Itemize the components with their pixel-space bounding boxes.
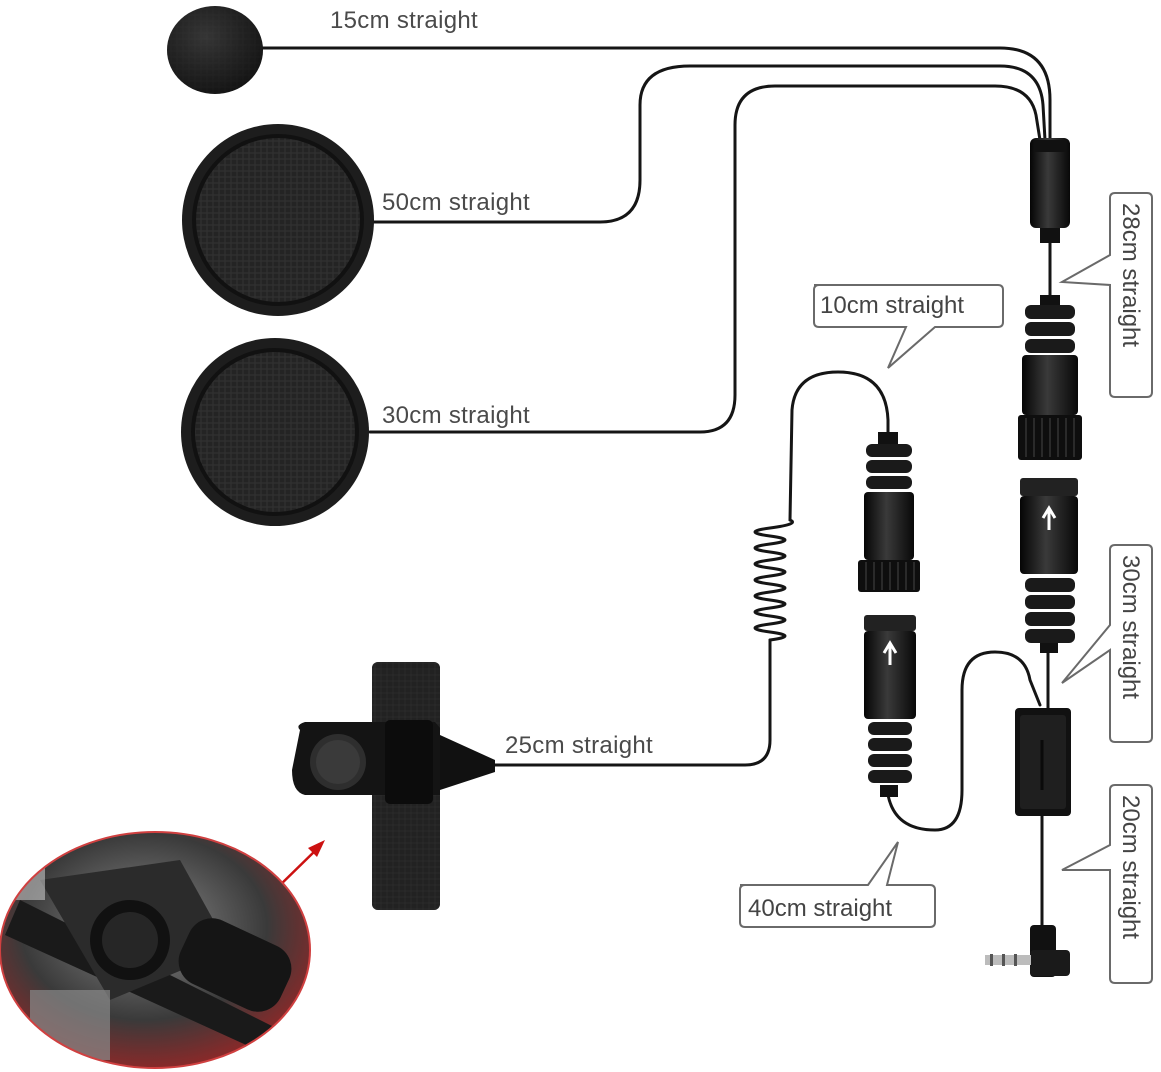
ptt-cable-label: 25cm straight: [505, 732, 653, 759]
cables: [256, 46, 1052, 932]
callout-lower-trunk-text: 20cm straight: [1117, 795, 1144, 939]
round-speaker-icon: [181, 338, 369, 526]
threaded-connector-icon: [864, 615, 916, 797]
callout-upper-trunk-text: 28cm straight: [1117, 203, 1144, 347]
speaker-top-cable: [370, 64, 1047, 224]
coil-cable: [753, 518, 794, 642]
threaded-connector-icon: [1020, 478, 1078, 653]
callout-upper-trunk: 28cm straight: [1058, 192, 1153, 398]
callout-plug-cable-text: 40cm straight: [748, 895, 892, 922]
callout-plug-cable: 40cm straight: [739, 841, 936, 928]
splitter-junction: [1030, 138, 1070, 243]
cable-labels: 15cm straight 50cm straight 30cm straigh…: [330, 7, 653, 759]
callout-lower-trunk: 20cm straight: [1061, 784, 1153, 984]
foam-microphone-icon: [167, 6, 263, 94]
handlebar-inset-photo: [0, 831, 311, 1069]
speaker-bottom-cable: [368, 84, 1042, 434]
round-speaker-icon: [182, 124, 374, 316]
inline-control-box: [1015, 708, 1071, 816]
mic-cable: [256, 46, 1052, 142]
speaker-top-label: 50cm straight: [382, 189, 530, 216]
right-angle-jack-plug-icon: [985, 925, 1070, 977]
push-to-talk-button-icon: [292, 662, 495, 910]
threaded-connector-icon: [858, 432, 920, 592]
mic-cable-label: 15cm straight: [330, 7, 478, 34]
ptt-extension-cable: [788, 370, 890, 522]
plug-cable: [886, 650, 1042, 832]
speaker-bottom-label: 30cm straight: [382, 402, 530, 429]
callout-ptt-extension: 10cm straight: [813, 284, 1004, 369]
ptt-cable: [493, 638, 772, 767]
callout-middle-trunk: 30cm straight: [1061, 544, 1153, 743]
threaded-connector-icon: [1018, 295, 1082, 460]
callout-middle-trunk-text: 30cm straight: [1117, 555, 1144, 699]
callout-ptt-extension-text: 10cm straight: [820, 292, 964, 319]
